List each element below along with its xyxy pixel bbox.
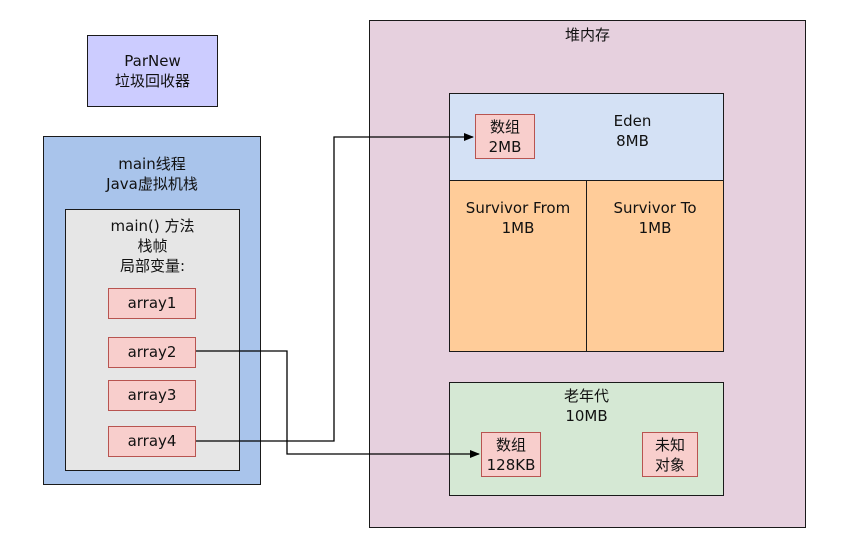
- old-object-type: 数组: [495, 436, 526, 454]
- method-label: main() 方法: [110, 217, 195, 235]
- survivor-from-label: Survivor From: [465, 199, 571, 217]
- old-gen-array-object: 数组 128KB: [481, 432, 541, 477]
- survivor-from-size: 1MB: [501, 219, 535, 237]
- survivor-from-space: Survivor From 1MB: [449, 180, 587, 352]
- unknown-line2: 对象: [654, 456, 685, 474]
- variable-array3: array3: [108, 380, 196, 411]
- unknown-line1: 未知: [654, 436, 685, 454]
- thread-label: main线程: [118, 155, 186, 173]
- old-gen-label: 老年代: [563, 387, 609, 405]
- eden-array-object: 数组 2MB: [475, 114, 535, 159]
- survivor-to-size: 1MB: [638, 219, 672, 237]
- eden-object-type: 数组: [489, 118, 520, 136]
- survivor-to-label: Survivor To: [613, 199, 697, 217]
- heap-title: 堆内存: [564, 26, 610, 44]
- locals-label: 局部变量:: [119, 257, 186, 275]
- variable-array1: array1: [108, 288, 196, 319]
- eden-label: Eden: [613, 112, 652, 130]
- old-gen-size: 10MB: [565, 407, 608, 425]
- survivor-to-space: Survivor To 1MB: [586, 180, 724, 352]
- stack-label: Java虚拟机栈: [106, 175, 198, 193]
- frame-label: 栈帧: [137, 237, 168, 255]
- eden-object-size: 2MB: [488, 138, 522, 156]
- old-object-size: 128KB: [486, 456, 536, 474]
- parnew-gc-box: ParNew 垃圾回收器: [87, 35, 218, 107]
- eden-size: 8MB: [616, 132, 649, 150]
- variable-array2: array2: [108, 337, 196, 368]
- variable-array4: array4: [108, 426, 196, 457]
- unknown-object: 未知 对象: [642, 432, 698, 477]
- parnew-label: ParNew: [124, 52, 181, 70]
- gc-label: 垃圾回收器: [114, 72, 190, 90]
